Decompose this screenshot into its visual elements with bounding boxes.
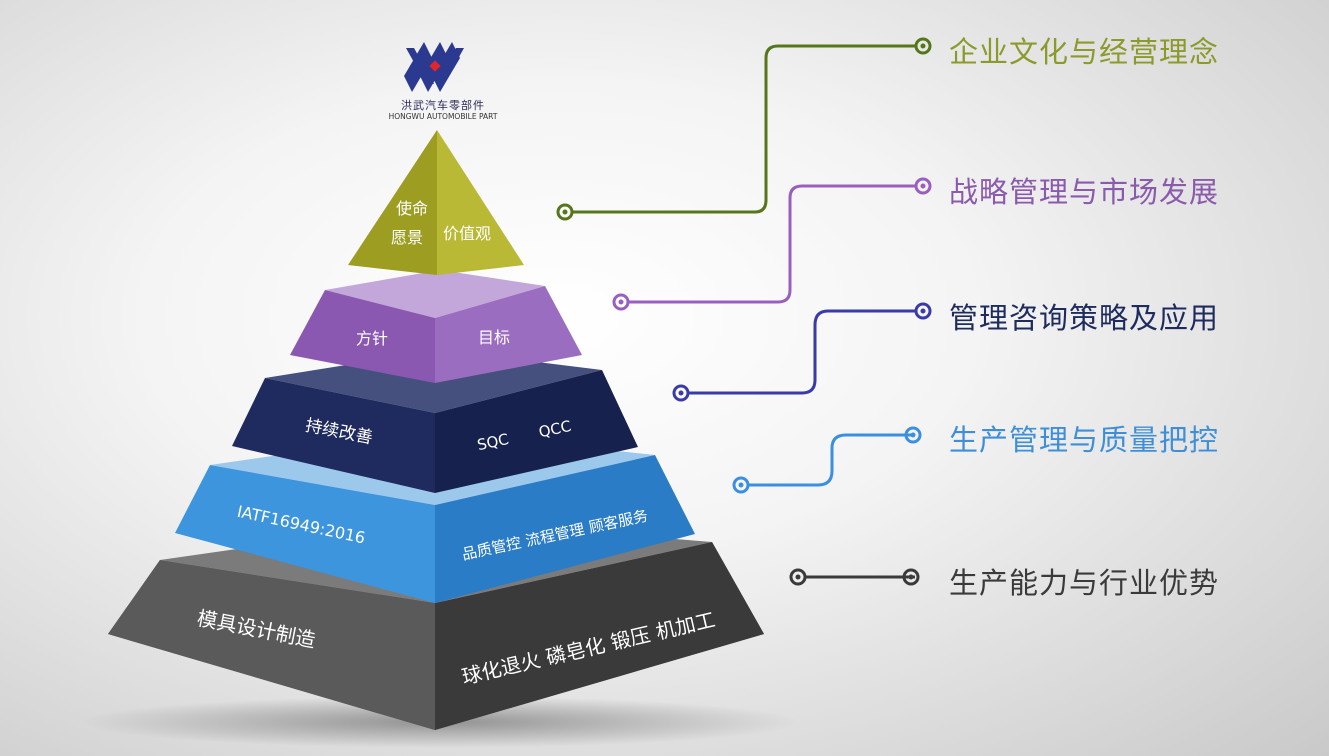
tier1-left-line1: 使命	[396, 199, 428, 218]
brand-logo	[404, 42, 464, 92]
tier1-left-line2: 愿景	[391, 228, 423, 247]
connectors	[572, 44, 915, 579]
connector-markers	[556, 37, 932, 586]
marker-2-end	[914, 177, 932, 195]
marker-4-end	[904, 426, 922, 444]
marker-2-start	[612, 293, 630, 311]
legend-label-2: 战略管理与市场发展	[949, 175, 1220, 209]
marker-4-start	[732, 476, 750, 494]
marker-3-start	[672, 384, 690, 402]
legend-label-3: 管理咨询策略及应用	[949, 301, 1220, 335]
pyramid-tier-1	[348, 130, 524, 275]
marker-3-end	[914, 302, 932, 320]
connector-2	[628, 184, 915, 304]
brand-name-en: HONGWU AUTOMOBILE PART	[388, 112, 498, 121]
marker-1-start	[556, 203, 574, 221]
pyramid-tier-2	[290, 270, 582, 383]
connector-1	[572, 44, 915, 214]
connector-3	[688, 309, 915, 395]
legend-label-5: 生产能力与行业优势	[949, 566, 1220, 600]
tier1-right: 价值观	[443, 224, 491, 243]
legend-label-4: 生产管理与质量把控	[949, 423, 1220, 457]
connector-4	[748, 433, 915, 487]
marker-1-end	[914, 37, 932, 55]
marker-5-end	[902, 568, 920, 586]
tier2-left: 方针	[356, 329, 388, 348]
tier2-right: 目标	[478, 328, 510, 347]
legend-label-1: 企业文化与经营理念	[949, 35, 1220, 69]
brand-name-cn: 洪武汽车零部件	[401, 99, 485, 112]
marker-5-start	[789, 568, 807, 586]
